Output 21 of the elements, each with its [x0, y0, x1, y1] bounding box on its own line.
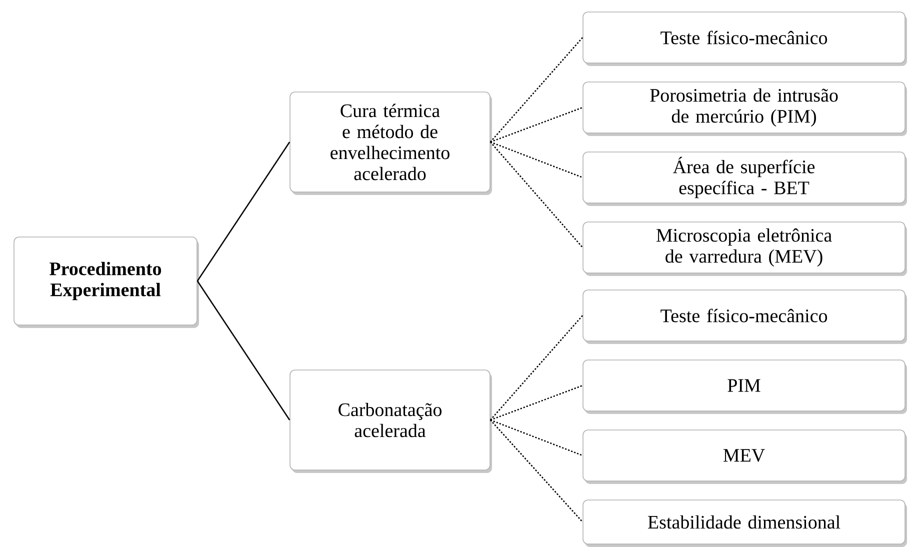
connector-line: [490, 141, 583, 178]
method-box: PIM: [582, 360, 908, 414]
root-box: Procedimento Experimental: [14, 236, 199, 328]
method-box: Estabilidade dimensional: [582, 500, 908, 547]
method-box: Microscopia eletrônica de varredura (MEV): [582, 222, 908, 276]
connector-line: [490, 315, 584, 420]
method-box: Área de superfície específica - BET: [582, 152, 908, 206]
connector-line: [490, 420, 584, 522]
connector-line: [196, 280, 290, 420]
process-box: Cura térmica e método de envelhecimento acelerado: [290, 92, 492, 195]
method-box: MEV: [582, 430, 908, 484]
process-box: Carbonatação acelerada: [290, 370, 492, 473]
method-box: Teste físico-mecânico: [582, 12, 908, 66]
method-box: Teste físico-mecânico: [582, 290, 908, 344]
connector-line: [490, 37, 584, 142]
connector-line: [490, 106, 583, 143]
connector-line: [490, 419, 583, 456]
connector-line: [490, 384, 583, 421]
connector-line: [490, 142, 584, 248]
connector-line: [196, 142, 290, 282]
method-box: Porosimetria de intrusão de mercúrio (PIM): [582, 82, 908, 136]
